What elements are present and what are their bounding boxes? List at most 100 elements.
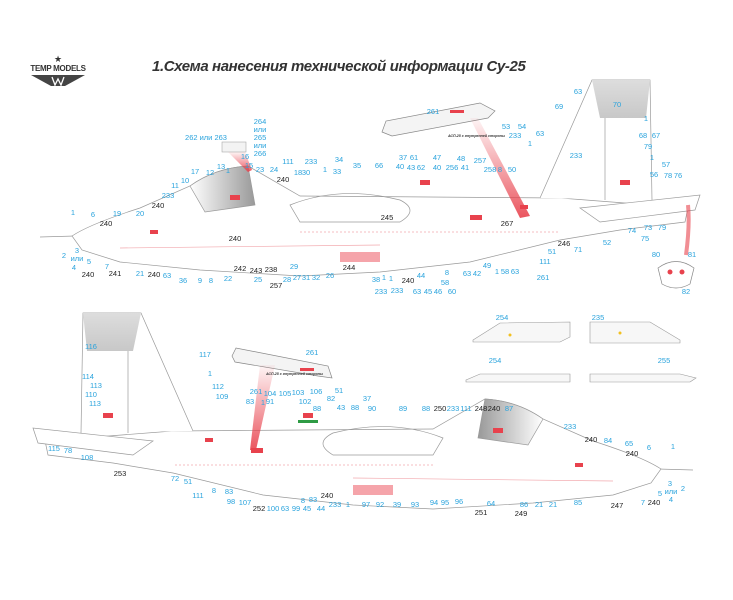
bottom-stencil-callout: 254 xyxy=(488,356,502,365)
bottom-stencil-callout: 87 xyxy=(504,404,514,413)
bottom-stencil-callout: 1 xyxy=(345,500,351,509)
top-stencil-callout: 1 xyxy=(388,274,394,283)
bottom-stencil-callout: 63 xyxy=(280,504,290,513)
top-stencil-callout: 13 xyxy=(216,162,226,171)
bottom-stencil-callout: 83 xyxy=(308,495,318,504)
bottom-stencil-callout: 105 xyxy=(278,389,292,398)
bottom-stencil-callout: 8 xyxy=(211,486,217,495)
top-stencil-callout: 33 xyxy=(332,167,342,176)
top-stencil-callout: 12 xyxy=(205,168,215,177)
top-stencil-callout: 1 xyxy=(322,165,328,174)
top-stencil-callout: 30 xyxy=(301,168,311,177)
bottom-stencil-callout: 2 xyxy=(680,484,686,493)
logo-wings-icon xyxy=(31,75,85,87)
top-stencil-callout: 68 xyxy=(638,131,648,140)
top-stencil-callout: 63 xyxy=(573,87,583,96)
top-stencil-callout: 41 xyxy=(460,163,470,172)
bottom-stencil-callout: 51 xyxy=(334,386,344,395)
bottom-stencil-callout: 111 xyxy=(192,491,204,500)
top-marking-callout: 242 xyxy=(233,264,247,273)
top-stencil-callout: 74 xyxy=(627,226,637,235)
bottom-stencil-callout: 112 xyxy=(212,382,224,391)
top-marking-callout: 240 xyxy=(151,201,165,210)
bottom-stencil-callout: 111 xyxy=(460,404,472,413)
top-stencil-callout: 51 xyxy=(547,247,557,256)
top-stencil-callout: или xyxy=(70,254,84,263)
top-stencil-callout: 264 xyxy=(253,117,267,126)
top-stencil-callout: 31 xyxy=(301,273,311,282)
bottom-stencil-callout: 6 xyxy=(646,443,652,452)
top-stencil-callout: 38 xyxy=(371,275,381,284)
top-stencil-callout: 20 xyxy=(135,209,145,218)
top-stencil-callout: 1 xyxy=(70,208,76,217)
top-stencil-callout: 43 xyxy=(406,163,416,172)
bottom-stencil-callout: 64 xyxy=(486,499,496,508)
top-stencil-callout: 233 xyxy=(508,131,522,140)
bottom-stencil-callout: 98 xyxy=(226,497,236,506)
top-stencil-callout: 69 xyxy=(554,102,564,111)
top-stencil-callout: 258 xyxy=(483,165,497,174)
top-stencil-callout: 18 xyxy=(293,168,303,177)
bottom-stencil-callout: 94 xyxy=(429,498,439,507)
bottom-stencil-callout: 1 xyxy=(207,369,213,378)
top-stencil-callout: 19 xyxy=(112,209,122,218)
top-stencil-callout: 25 xyxy=(253,275,263,284)
top-stencil-callout: 66 xyxy=(374,161,384,170)
top-stencil-callout: или xyxy=(253,125,267,134)
top-stencil-callout: 9 xyxy=(197,276,203,285)
bottom-stencil-callout: 51 xyxy=(183,477,193,486)
bottom-marking-callout: 240 xyxy=(625,449,639,458)
bottom-stencil-callout: 65 xyxy=(624,439,634,448)
bottom-stencil-callout: 116 xyxy=(85,342,97,351)
top-stencil-callout: 5 xyxy=(86,257,92,266)
top-stencil-callout: 27 xyxy=(292,273,302,282)
top-stencil-callout: 22 xyxy=(223,274,233,283)
top-stencil-callout: 58 xyxy=(440,278,450,287)
bottom-stencil-callout: 95 xyxy=(440,498,450,507)
top-stencil-callout: 61 xyxy=(409,153,419,162)
bottom-stencil-callout: 92 xyxy=(375,500,385,509)
bottom-stencil-callout: 104 xyxy=(263,389,277,398)
top-stencil-callout: 46 xyxy=(433,287,443,296)
top-stencil-callout: 266 xyxy=(253,149,267,158)
top-stencil-callout: 35 xyxy=(352,161,362,170)
bottom-marking-callout: 249 xyxy=(514,509,528,518)
top-marking-callout: 257 xyxy=(269,281,283,290)
top-stencil-callout: 111 xyxy=(539,257,551,266)
top-stencil-callout: 63 xyxy=(162,271,172,280)
pylon-insets xyxy=(465,321,697,383)
bottom-stencil-callout: 82 xyxy=(326,394,336,403)
top-marking-callout: 240 xyxy=(81,270,95,279)
bottom-stencil-callout: 83 xyxy=(224,487,234,496)
top-stencil-callout: 76 xyxy=(673,171,683,180)
top-stencil-callout: 233 xyxy=(304,157,318,166)
bottom-marking-callout: 252 xyxy=(252,504,266,513)
top-stencil-callout: 261 xyxy=(426,107,440,116)
bottom-stencil-callout: 83 xyxy=(245,397,255,406)
bottom-stencil-callout: 109 xyxy=(215,392,229,401)
bottom-stencil-callout: 100 xyxy=(266,504,280,513)
top-marking-callout: 243 xyxy=(249,266,263,275)
top-stencil-callout: 63 xyxy=(535,129,545,138)
bottom-stencil-callout: 3 xyxy=(667,479,673,488)
bottom-stencil-callout: 4 xyxy=(668,495,674,504)
bottom-stencil-callout: 84 xyxy=(603,436,613,445)
bottom-stencil-callout: 261 xyxy=(249,387,263,396)
top-stencil-callout: 53 xyxy=(501,122,511,131)
bottom-stencil-callout: 43 xyxy=(336,403,346,412)
temp-models-logo: ★ TEMP MODELS xyxy=(28,55,88,88)
bottom-marking-callout: 248 xyxy=(474,404,488,413)
top-marking-callout: 245 xyxy=(380,213,394,222)
top-stencil-callout: 37 xyxy=(398,153,408,162)
top-stencil-callout: 261 xyxy=(536,273,550,282)
bottom-stencil-callout: 102 xyxy=(298,397,312,406)
bottom-aircraft-side-view xyxy=(32,312,694,510)
top-stencil-callout: 256 xyxy=(445,163,459,172)
top-marking-callout: 246 xyxy=(557,239,571,248)
top-stencil-callout: 26 xyxy=(325,271,335,280)
top-stencil-callout: или xyxy=(253,141,267,150)
top-stencil-callout: 7 xyxy=(104,262,110,271)
top-marking-callout: 238 xyxy=(264,265,278,274)
bottom-marking-callout: 240 xyxy=(487,404,501,413)
top-stencil-callout: 1 xyxy=(225,166,231,175)
